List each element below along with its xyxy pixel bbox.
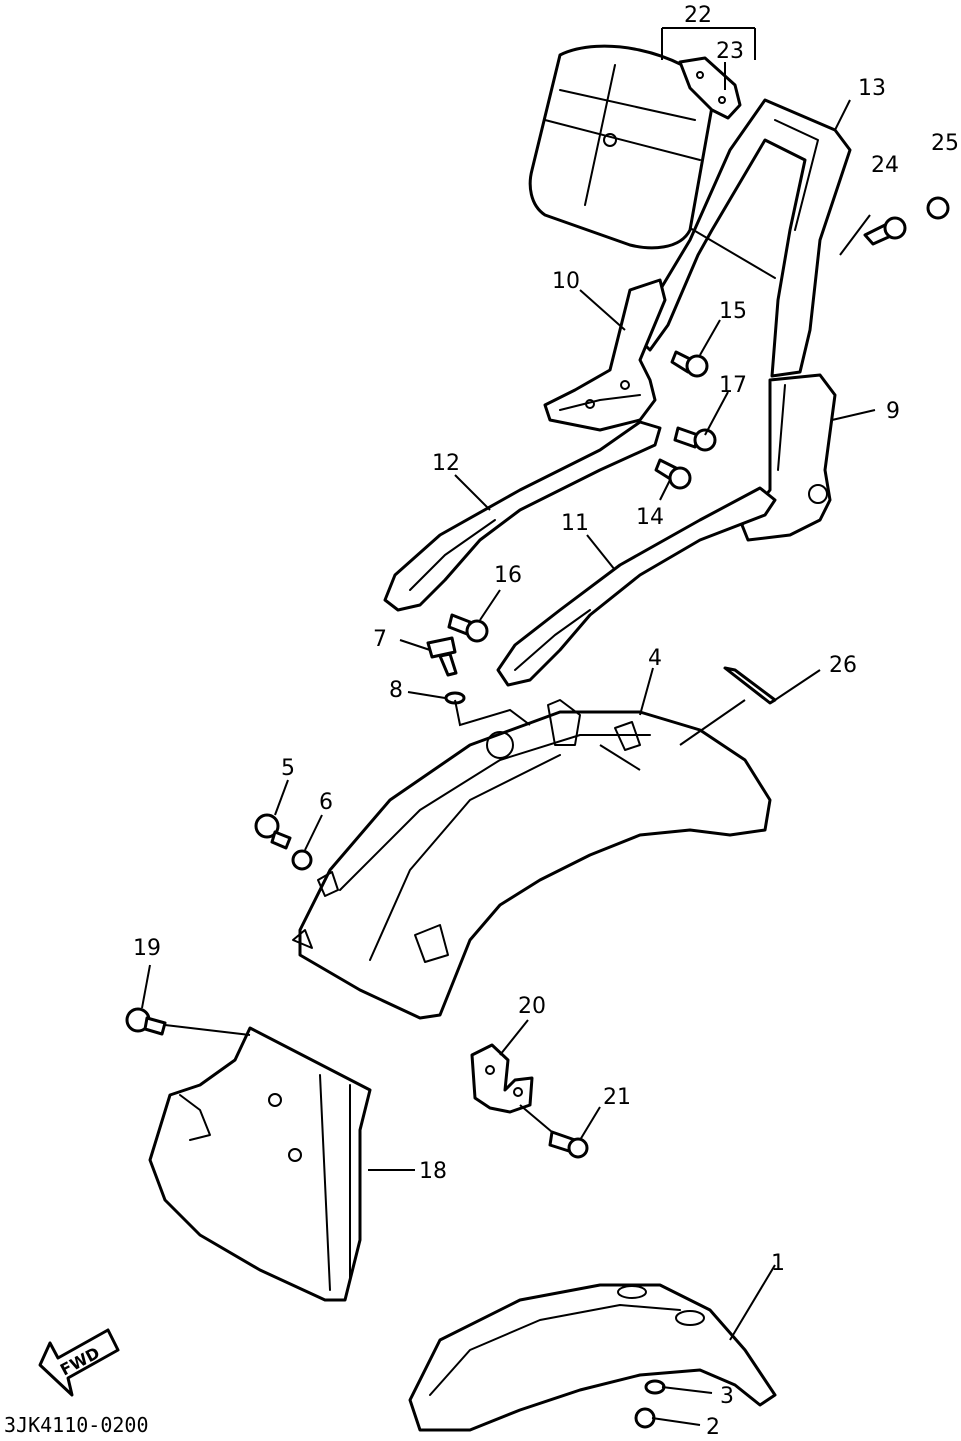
bolt-16 [447, 613, 489, 643]
forward-arrow: FWD [38, 1328, 120, 1397]
nut-2 [634, 1407, 656, 1429]
bolt-14 [654, 458, 692, 490]
callout-6: 6 [319, 790, 333, 815]
callout-16: 16 [494, 563, 522, 588]
callout-14: 14 [636, 505, 664, 530]
bolt-17 [673, 426, 717, 452]
callout-24: 24 [871, 153, 899, 178]
nut-6 [291, 849, 313, 871]
callout-23: 23 [716, 39, 744, 64]
callout-1: 1 [771, 1251, 785, 1276]
inner-mudguard [148, 1026, 372, 1302]
callout-22: 22 [684, 3, 712, 28]
bolt-5 [254, 813, 292, 850]
callout-17: 17 [719, 373, 747, 398]
bolt-19 [125, 1007, 167, 1036]
callout-11: 11 [561, 511, 589, 536]
decal-strip [723, 666, 777, 705]
backrest-pad [528, 44, 717, 250]
callout-7: 7 [373, 627, 387, 652]
nut-25 [926, 196, 950, 220]
backrest-plate [678, 56, 742, 120]
leader-lines [141, 27, 876, 1426]
bolt-7 [426, 636, 458, 677]
bolt-15 [670, 350, 709, 378]
side-bracket-left [543, 278, 667, 432]
callout-3: 3 [720, 1384, 734, 1409]
callout-8: 8 [389, 678, 403, 703]
callout-9: 9 [886, 399, 900, 424]
front-fender [408, 1283, 777, 1432]
callout-13: 13 [858, 76, 886, 101]
callout-2: 2 [706, 1415, 720, 1440]
reflector-bracket [470, 1043, 534, 1114]
callout-25: 25 [931, 131, 959, 156]
callout-5: 5 [281, 756, 295, 781]
grab-bar-left [383, 420, 662, 612]
nut-3 [644, 1379, 666, 1395]
callout-10: 10 [552, 269, 580, 294]
bolt-21 [548, 1130, 589, 1159]
callout-labels: 22 23 13 25 24 10 15 17 9 12 14 11 16 7 … [133, 3, 959, 1440]
callout-4: 4 [648, 646, 662, 671]
callout-19: 19 [133, 936, 161, 961]
callout-18: 18 [419, 1159, 447, 1184]
diagram-code: 3JK4110-0200 [4, 1413, 149, 1437]
bolt-24 [863, 216, 907, 246]
callout-21: 21 [603, 1085, 631, 1110]
rear-fender [292, 699, 772, 1020]
callout-12: 12 [432, 451, 460, 476]
callout-20: 20 [518, 994, 546, 1019]
callout-26: 26 [829, 653, 857, 678]
callout-15: 15 [719, 299, 747, 324]
grab-bar-right [496, 486, 777, 687]
